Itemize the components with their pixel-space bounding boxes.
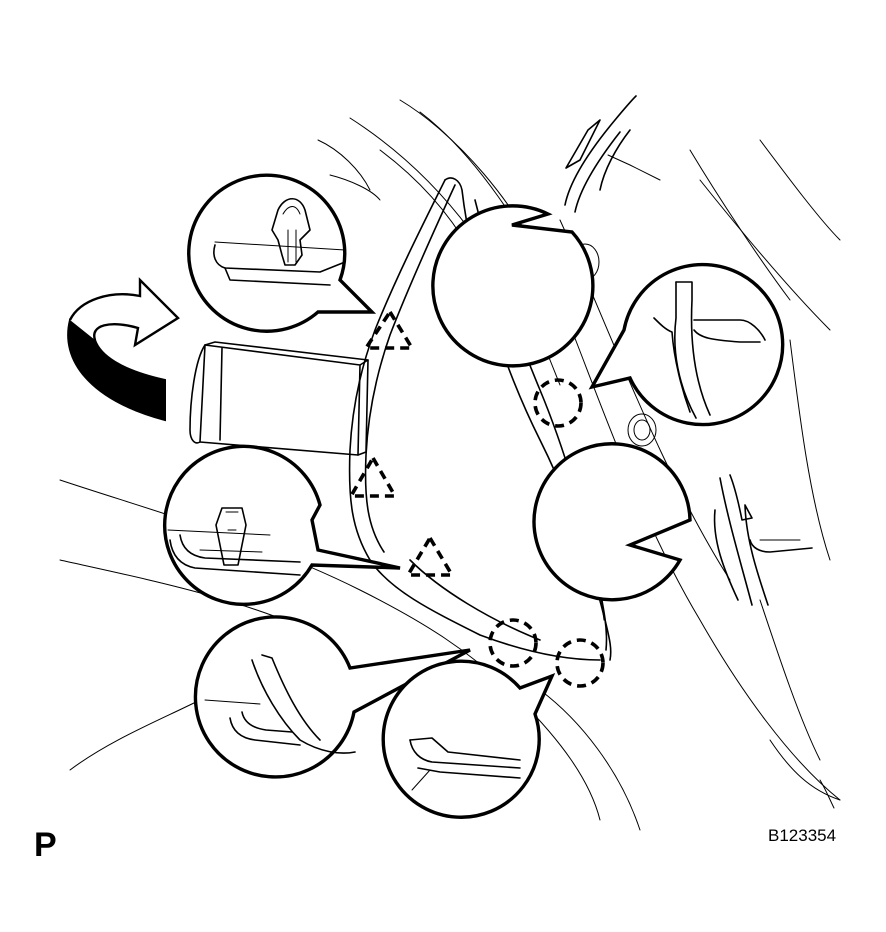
claw-marker-2 (533, 378, 583, 428)
callout-claw-lower-left (193, 615, 471, 779)
removal-direction-arrow (67, 277, 180, 422)
callout-claw-right-2 (532, 442, 813, 606)
vehicle-body-lines (59, 99, 841, 831)
figure-id: B123354 (768, 826, 837, 845)
callout-clip-middle (162, 444, 401, 607)
trim-panel (348, 177, 612, 661)
removed-cover-part (189, 341, 369, 456)
callout-claw-right-1 (588, 262, 785, 427)
clip-marker-upper (362, 308, 416, 350)
view-label: P (34, 826, 57, 864)
claw-marker-5 (555, 638, 605, 688)
callout-clip-upper (187, 173, 377, 333)
clip-markers (347, 308, 456, 577)
callout-claw-lower-center (381, 659, 556, 819)
clip-marker-middle (347, 454, 399, 498)
callout-claw-upper-right (431, 95, 661, 368)
clip-marker-lower (404, 534, 456, 577)
claw-marker-4 (488, 618, 538, 668)
